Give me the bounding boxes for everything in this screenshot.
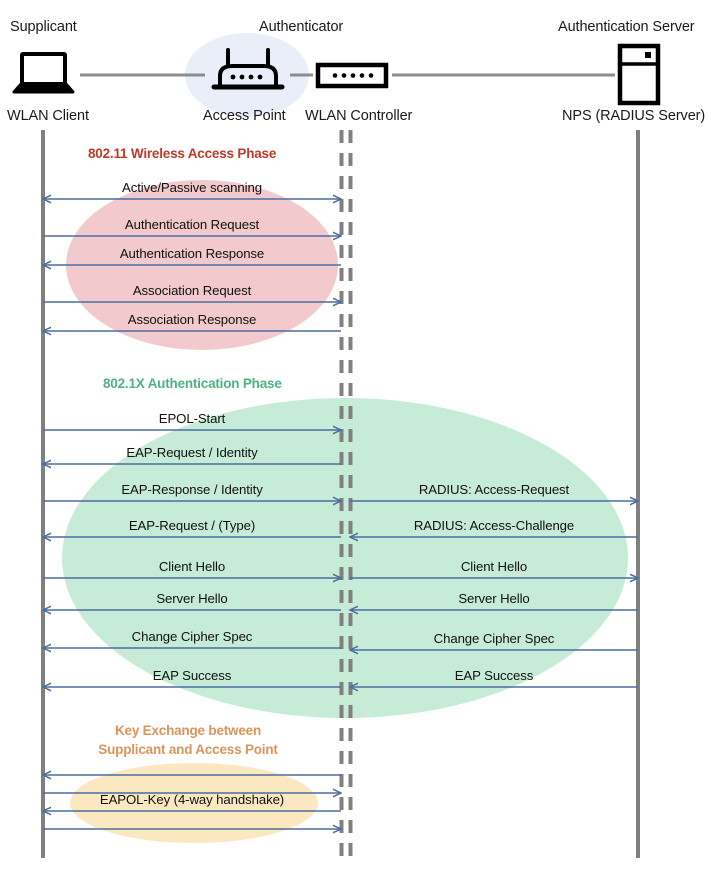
message-left-label: EAP-Response / Identity: [121, 482, 263, 497]
phase-ellipse-dot1x-auth: [62, 398, 628, 718]
access-point-icon: [211, 48, 285, 90]
message-arrows-supplicant-authenticator: [43, 199, 341, 687]
message-left-label: Authentication Response: [119, 246, 265, 261]
actor-device-nps-radius-server: NPS (RADIUS Server): [562, 108, 706, 124]
actor-device-wlan-client: WLAN Client: [7, 108, 89, 124]
phase-label-key-exchange-line1: Key Exchange between: [114, 723, 262, 738]
message-arrows-key-exchange: [43, 775, 341, 829]
actor-role-auth-server: Authentication Server: [558, 19, 695, 35]
phase-label-wireless-access: 802.11 Wireless Access Phase: [88, 146, 277, 161]
message-left-label: Active/Passive scanning: [122, 180, 262, 195]
message-left-label: EPOL-Start: [158, 411, 226, 426]
message-left-label: EAP Success: [152, 668, 232, 683]
actor-role-authenticator: Authenticator: [259, 19, 344, 35]
message-left-label: EAP-Request / (Type): [128, 518, 256, 533]
message-right-label: EAP Success: [454, 668, 534, 683]
authenticator-group-blob: [185, 33, 309, 117]
message-left-label: EAP-Request / Identity: [126, 445, 258, 460]
message-key-label: EAPOL-Key (4-way handshake): [99, 792, 285, 807]
message-left-label: Association Request: [132, 283, 252, 298]
message-arrows-authenticator-server: [350, 501, 638, 687]
actor-device-access-point: Access Point: [203, 108, 286, 124]
message-right-label: RADIUS: Access-Challenge: [413, 518, 575, 533]
wlan-controller-icon: [315, 62, 389, 89]
phase-label-key-exchange-line2: Supplicant and Access Point: [98, 742, 278, 757]
message-left-label: Client Hello: [158, 559, 226, 574]
phase-ellipse-key-exchange: [70, 763, 318, 843]
message-right-label: Change Cipher Spec: [433, 631, 555, 646]
message-left-label: Authentication Request: [124, 217, 260, 232]
message-right-label: Server Hello: [458, 591, 530, 606]
message-right-label: Client Hello: [460, 559, 528, 574]
message-right-label: RADIUS: Access-Request: [418, 482, 570, 497]
actor-role-supplicant: Supplicant: [10, 19, 77, 35]
phase-label-dot1x-auth: 802.1X Authentication Phase: [103, 376, 282, 391]
actor-device-wlan-controller: WLAN Controller: [305, 108, 413, 124]
message-left-label: Association Response: [127, 312, 257, 327]
message-left-label: Change Cipher Spec: [131, 629, 253, 644]
server-icon: [617, 43, 661, 106]
phase-label-key-exchange: Key Exchange between Supplicant and Acce…: [78, 721, 298, 759]
laptop-icon: [12, 52, 75, 94]
message-left-label: Server Hello: [156, 591, 228, 606]
